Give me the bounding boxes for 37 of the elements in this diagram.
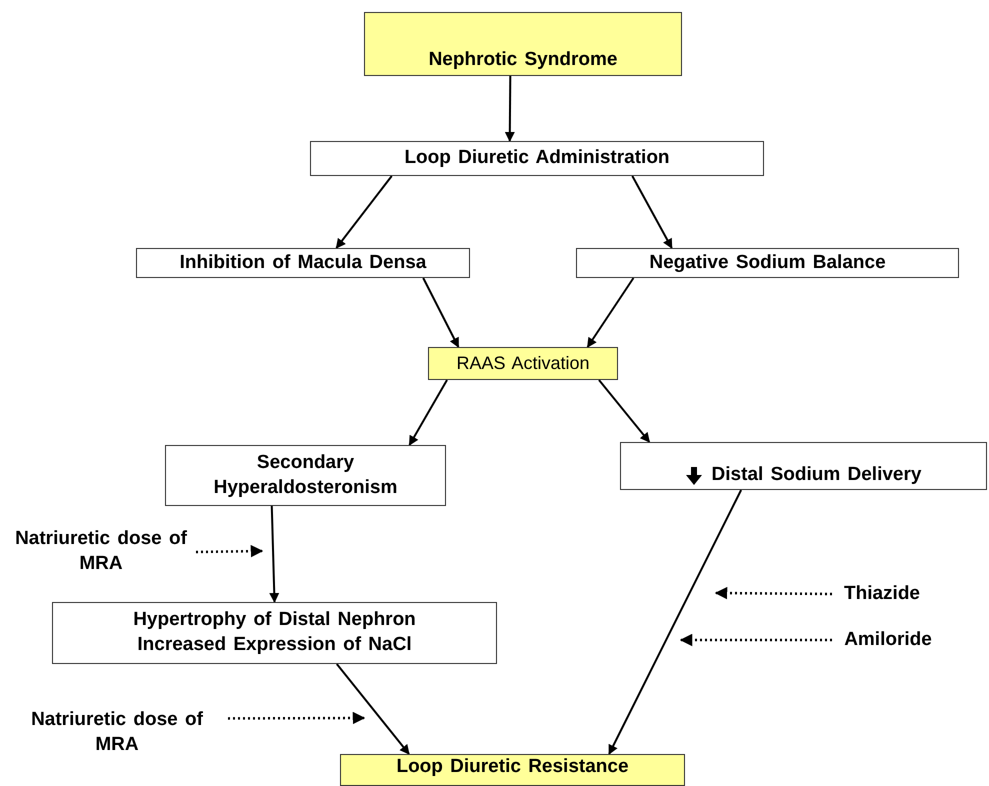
- drug-label: Amiloride: [844, 628, 932, 652]
- box-label: Inhibition of Macula Densa: [180, 250, 426, 275]
- arrow: [586, 277, 634, 348]
- box-label: Increased Expression of NaCl: [137, 633, 412, 657]
- box-label: Negative Sodium Balance: [649, 250, 886, 275]
- process-box: [310, 141, 764, 176]
- process-box: [165, 445, 446, 506]
- process-box: [136, 248, 470, 278]
- process-box: [620, 442, 987, 490]
- dotted-arrow: [196, 544, 264, 558]
- box-label: RAAS Activation: [456, 352, 590, 375]
- highlight-box: [340, 754, 685, 786]
- highlight-box: [428, 347, 618, 380]
- drug-label: Natriuretic dose of MRA: [30, 708, 204, 757]
- dotted-arrow: [228, 712, 366, 724]
- box-label: Hypertrophy of Distal Nephron: [133, 608, 416, 632]
- box-label: Secondary Hyperaldosteronism: [212, 450, 398, 500]
- arrow: [504, 76, 515, 142]
- dotted-arrow: [714, 586, 832, 600]
- process-box: [52, 602, 497, 664]
- arrow: [631, 176, 673, 249]
- box-label: Loop Diuretic Administration: [404, 146, 670, 170]
- arrow: [408, 380, 448, 446]
- arrow: [598, 379, 650, 443]
- dotted-arrow: [680, 634, 832, 646]
- arrow: [269, 506, 280, 603]
- box-label: Nephrotic Syndrome: [428, 48, 618, 72]
- process-box: [576, 248, 959, 278]
- arrow: [422, 278, 460, 348]
- highlight-box: [364, 12, 682, 76]
- arrow: [336, 175, 393, 249]
- drug-label: Natriuretic dose of MRA: [14, 527, 188, 576]
- arrow: [336, 663, 410, 755]
- arrow: [608, 490, 742, 755]
- box-label: Loop Diuretic Resistance: [396, 755, 629, 779]
- box-label: Distal Sodium Delivery: [712, 463, 922, 488]
- drug-label: Thiazide: [844, 582, 920, 606]
